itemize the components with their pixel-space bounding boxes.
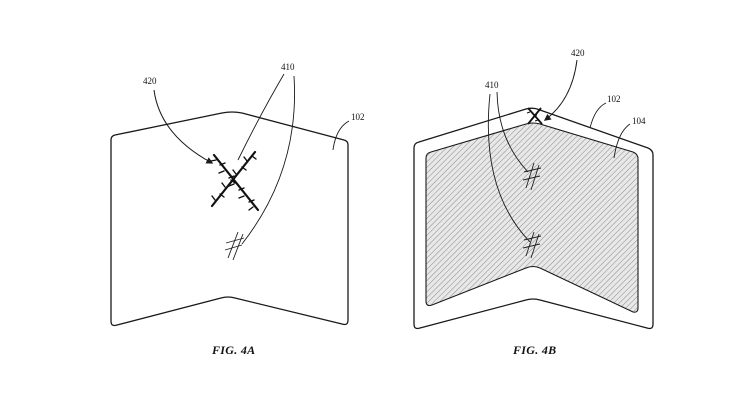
fig-4b-label-410: 410: [485, 80, 499, 90]
fig-4a-scratch-mark: [224, 231, 245, 261]
fig-4b-leader-410-b: [487, 93, 531, 243]
fig-4a-label-420: 420: [143, 76, 157, 86]
fig-4a: [110, 73, 350, 327]
fig-4b-label-420: 420: [571, 48, 585, 58]
fig-4b: [413, 59, 654, 330]
fig-4b-device-outline: [413, 107, 654, 330]
fig-4b-display-area: [425, 122, 639, 313]
fig-4b-crease-mark: [526, 107, 543, 125]
fig-4a-leader-102: [332, 120, 350, 151]
fig-4b-caption: FIG. 4B: [513, 343, 557, 357]
fig-4a-label-410: 410: [281, 62, 295, 72]
fig-4a-caption: FIG. 4A: [212, 343, 256, 357]
fig-4a-leader-410-b: [241, 75, 295, 245]
fig-4a-label-102: 102: [351, 112, 365, 122]
fig-4b-leader-102: [589, 102, 607, 129]
fig-4a-leader-410-a: [237, 73, 285, 161]
fig-4a-device-outline: [110, 111, 349, 327]
fig-4b-leader-104: [613, 123, 631, 159]
fig-4b-leader-420: [543, 59, 578, 121]
fig-4b-label-104: 104: [632, 116, 646, 126]
fig-4b-label-102: 102: [607, 94, 621, 104]
fig-4b-leader-410-a: [496, 91, 529, 173]
fig-4a-crease-mark: [210, 150, 260, 212]
fig-4b-scratch-mark-lower: [522, 231, 542, 259]
fig-4a-leader-420: [153, 89, 214, 164]
